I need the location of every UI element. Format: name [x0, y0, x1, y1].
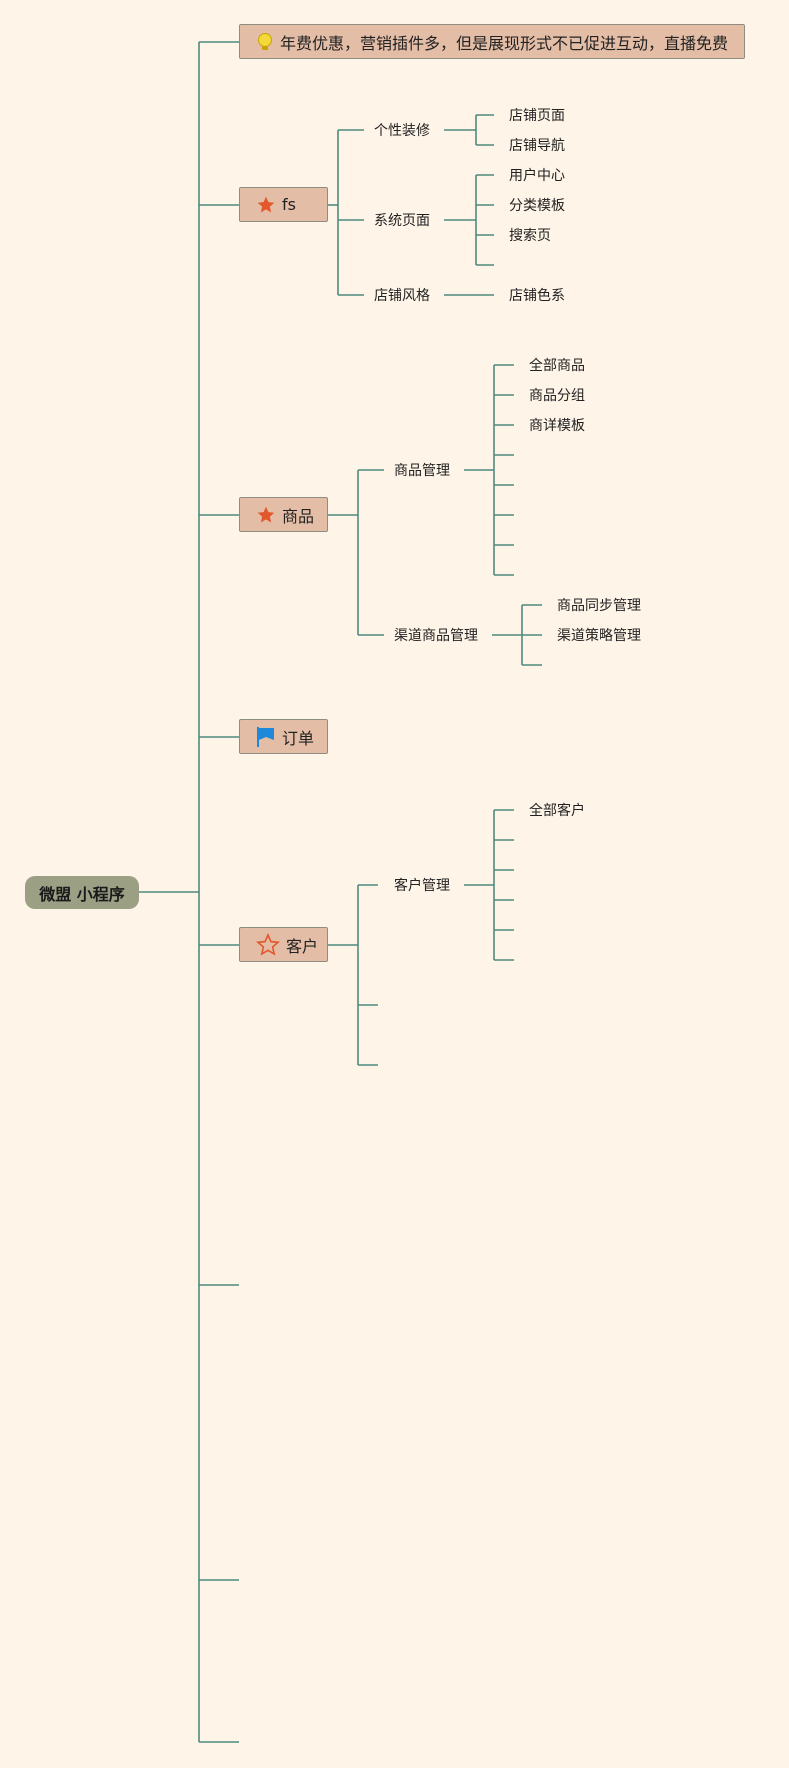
- branch-fs-label: fs: [282, 195, 296, 214]
- branch-orders-label: 订单: [282, 728, 315, 748]
- root-node[interactable]: 微盟 小程序: [25, 876, 139, 909]
- root-label: 微盟 小程序: [39, 884, 125, 904]
- list-item[interactable]: 商品同步管理: [557, 598, 641, 614]
- list-item[interactable]: 分类模板: [509, 198, 565, 214]
- branch-customers[interactable]: 客户: [239, 927, 328, 962]
- fs-child-decor[interactable]: 个性装修: [374, 123, 430, 139]
- list-item[interactable]: 商详模板: [529, 418, 585, 434]
- branch-fs[interactable]: fs: [239, 187, 328, 222]
- fs-child-system-pages[interactable]: 系统页面: [374, 213, 430, 229]
- star-filled-icon: [257, 196, 275, 212]
- lightbulb-icon: [258, 32, 272, 50]
- star-outline-icon: [256, 932, 280, 956]
- list-item[interactable]: 店铺页面: [509, 108, 565, 124]
- list-item[interactable]: 用户中心: [509, 168, 565, 184]
- branch-customers-label: 客户: [286, 936, 319, 956]
- branch-orders[interactable]: 订单: [239, 719, 328, 754]
- list-item[interactable]: 店铺导航: [509, 138, 565, 154]
- goods-child-channel[interactable]: 渠道商品管理: [394, 628, 478, 644]
- goods-child-management[interactable]: 商品管理: [394, 463, 450, 479]
- branch-promo[interactable]: 年费优惠，营销插件多，但是展现形式不已促进互动，直播免费: [239, 24, 745, 59]
- list-item[interactable]: 渠道策略管理: [557, 628, 641, 644]
- branch-goods[interactable]: 商品: [239, 497, 328, 532]
- fs-child-style[interactable]: 店铺风格: [374, 288, 430, 304]
- list-item[interactable]: 全部客户: [529, 803, 585, 819]
- branch-goods-label: 商品: [282, 506, 315, 526]
- flag-icon: [257, 726, 274, 747]
- customers-child-management[interactable]: 客户管理: [394, 878, 450, 894]
- list-item[interactable]: 店铺色系: [509, 288, 565, 304]
- list-item[interactable]: 商品分组: [529, 388, 585, 404]
- star-filled-icon: [257, 506, 275, 522]
- list-item[interactable]: 搜索页: [509, 228, 551, 244]
- list-item[interactable]: 全部商品: [529, 358, 585, 374]
- branch-promo-label: 年费优惠，营销插件多，但是展现形式不已促进互动，直播免费: [280, 33, 729, 53]
